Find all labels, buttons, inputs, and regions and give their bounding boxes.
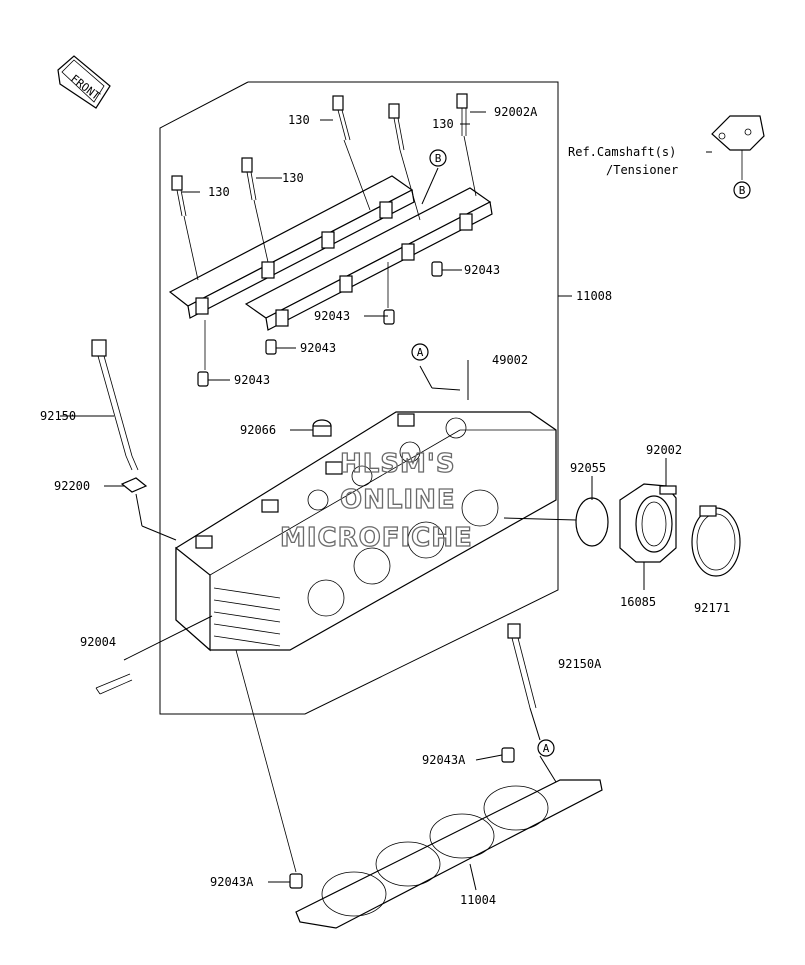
ref-note-line2: /Tensioner xyxy=(606,163,678,177)
callout-A-top: A xyxy=(411,343,429,361)
label-92200[interactable]: 92200 xyxy=(54,479,90,493)
watermark-line2: ONLINE xyxy=(340,485,456,515)
label-92055[interactable]: 92055 xyxy=(570,461,606,475)
intake-o-ring-92055 xyxy=(575,497,609,547)
head-gasket-11004 xyxy=(295,779,603,929)
label-11008[interactable]: 11008 xyxy=(576,289,612,303)
label-92043-c[interactable]: 92043 xyxy=(300,341,336,355)
label-92043-d[interactable]: 92043 xyxy=(234,373,270,387)
watermark-line1: HLSM'S xyxy=(340,449,456,479)
dowel-92043A-lower xyxy=(235,649,303,889)
ref-note-line1: Ref.Camshaft(s) xyxy=(568,145,676,159)
plug-92066 xyxy=(312,419,332,437)
callout-B-top-label: B xyxy=(435,152,442,165)
label-92002A[interactable]: 92002A xyxy=(494,105,538,119)
front-arrow-icon: FRONT xyxy=(57,55,111,109)
callout-B-right-label: B xyxy=(739,184,746,197)
callout-A-bottom: A xyxy=(537,739,555,757)
label-130-c[interactable]: 130 xyxy=(282,171,304,185)
label-130-a[interactable]: 130 xyxy=(288,113,310,127)
label-49002[interactable]: 49002 xyxy=(492,353,528,367)
label-11004[interactable]: 11004 xyxy=(460,893,496,907)
stud-92150 xyxy=(91,339,148,493)
stud-92004 xyxy=(95,673,133,695)
label-92043-a[interactable]: 92043 xyxy=(464,263,500,277)
clamp-92171 xyxy=(691,505,741,577)
part-labels: 130 130 130 130 92002A 92043 92043 92043… xyxy=(40,105,730,907)
label-16085[interactable]: 16085 xyxy=(620,595,656,609)
dowel-92043A-upper xyxy=(501,747,515,763)
watermark-line3: MICROFICHE xyxy=(280,523,473,553)
cap-bolts xyxy=(171,93,477,281)
dowel-pins xyxy=(197,261,443,387)
tensioner-bracket xyxy=(711,115,765,180)
label-130-b[interactable]: 130 xyxy=(208,185,230,199)
watermark: HLSM'S ONLINE MICROFICHE xyxy=(279,448,473,553)
label-92002[interactable]: 92002 xyxy=(646,443,682,457)
callout-B-right: B xyxy=(733,181,751,199)
head-fins xyxy=(213,587,281,647)
label-130-d[interactable]: 130 xyxy=(432,117,454,131)
stud-92150A xyxy=(507,623,537,709)
label-92150[interactable]: 92150 xyxy=(40,409,76,423)
leader-lines xyxy=(60,111,712,891)
label-92043A-upper[interactable]: 92043A xyxy=(422,753,466,767)
bolt-92002 xyxy=(659,485,677,495)
camshaft-cap-upper xyxy=(168,175,415,319)
throttle-holder-16085 xyxy=(619,483,677,563)
label-92171[interactable]: 92171 xyxy=(694,601,730,615)
callout-A-top-label: A xyxy=(417,346,424,359)
camshaft-cap-lower xyxy=(244,187,493,331)
assembly-frame xyxy=(159,81,559,715)
callout-A-bottom-label: A xyxy=(543,742,550,755)
label-92043-b[interactable]: 92043 xyxy=(314,309,350,323)
label-92043A-lower[interactable]: 92043A xyxy=(210,875,254,889)
label-92066[interactable]: 92066 xyxy=(240,423,276,437)
label-92004[interactable]: 92004 xyxy=(80,635,116,649)
cylinder-head xyxy=(175,411,557,652)
callout-B-top: B xyxy=(429,149,447,167)
label-92150A[interactable]: 92150A xyxy=(558,657,602,671)
